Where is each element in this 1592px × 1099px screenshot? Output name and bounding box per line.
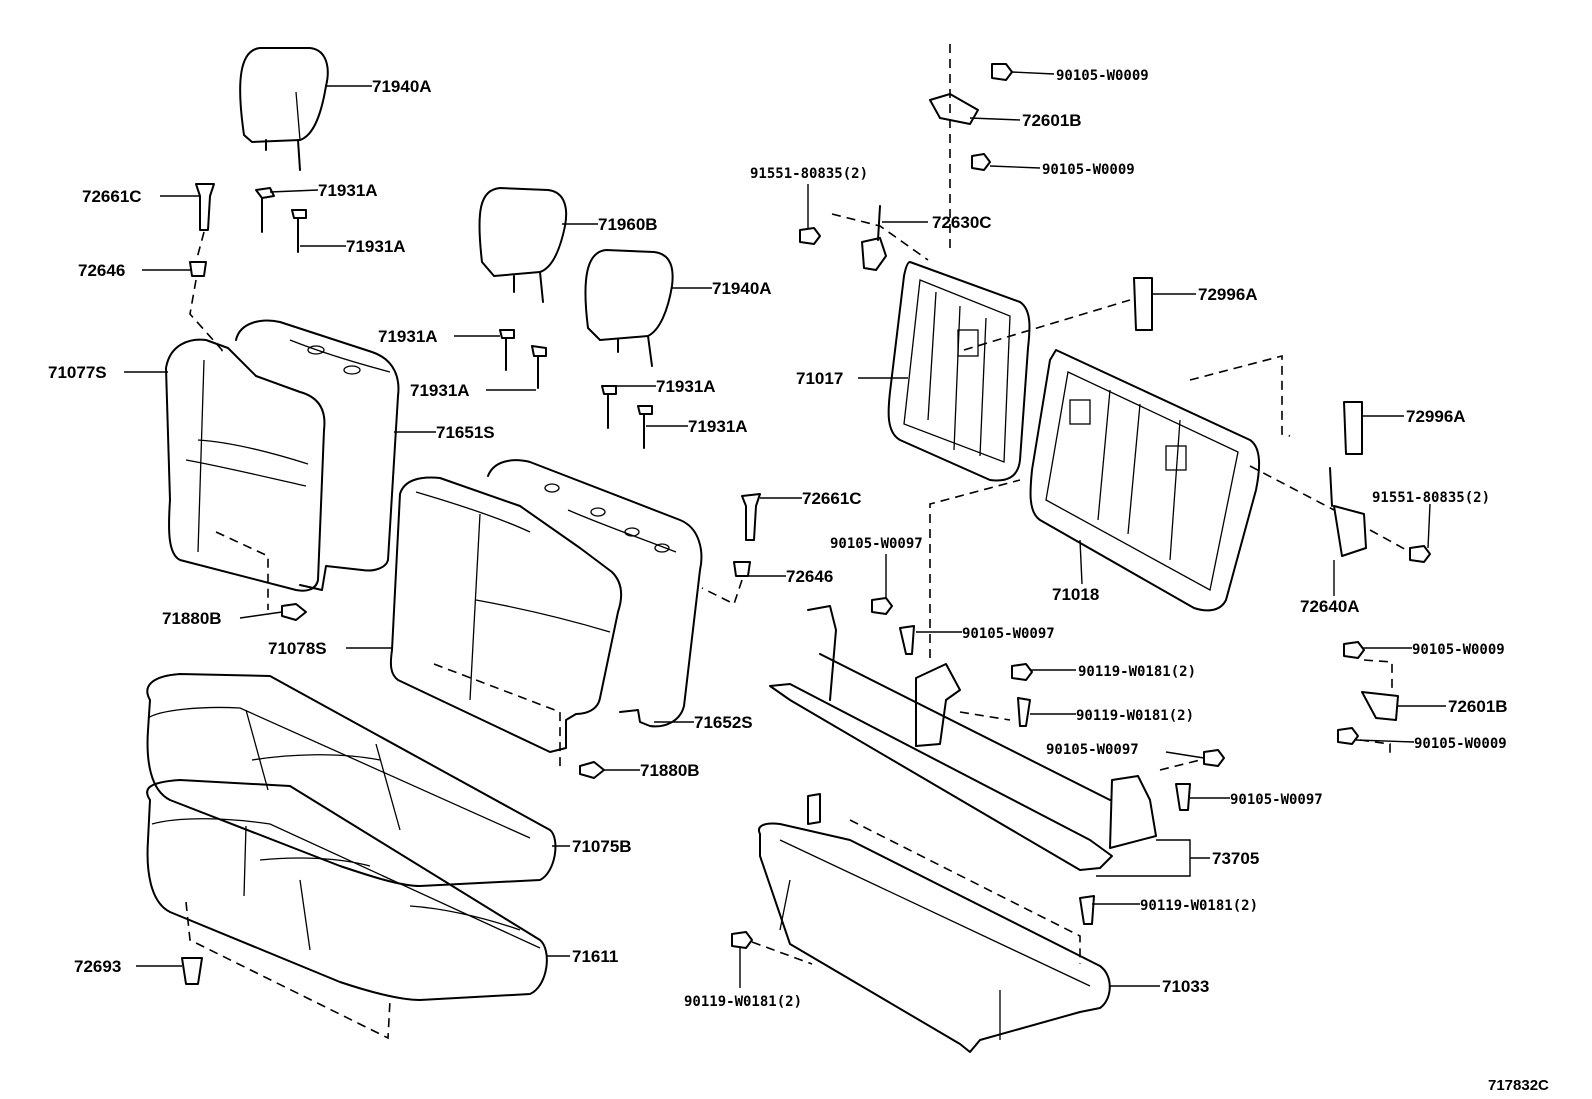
label-71940A-left: 71940A: [372, 77, 432, 96]
label-71931A-1: 71931A: [318, 181, 378, 200]
hinge-assembly-73705: [769, 479, 1225, 871]
label-71017: 71017: [796, 369, 843, 388]
label-71652S: 71652S: [694, 713, 753, 732]
clip-72693: [181, 901, 391, 1040]
label-72601B-top: 72601B: [1022, 111, 1082, 130]
label-91551-80835-1: 91551-80835(2): [750, 166, 868, 182]
label-71931A-2: 71931A: [346, 237, 406, 256]
label-71611: 71611: [572, 947, 618, 966]
lock-knob-72661C-left: [189, 183, 223, 356]
label-72996A-2: 72996A: [1406, 407, 1466, 426]
label-90119-W0181-4: 90119-W0181(2): [684, 994, 802, 1010]
label-90105-W0009-3: 90105-W0009: [1412, 642, 1505, 658]
lock-knob-72661C-middle: [701, 493, 761, 606]
label-72646-middle: 72646: [786, 567, 833, 586]
seat-cushion-pad-71611: [146, 779, 548, 1001]
bracket-72601B-top: [929, 44, 1013, 254]
label-72601B-bottom: 72601B: [1448, 697, 1508, 716]
label-71651S: 71651S: [436, 423, 495, 442]
label-71940A-middle: 71940A: [712, 279, 772, 298]
label-71078S: 71078S: [268, 639, 327, 658]
label-71931A-6: 71931A: [688, 417, 748, 436]
label-71077S: 71077S: [48, 363, 107, 382]
label-71931A-5: 71931A: [656, 377, 716, 396]
label-90105-W0097-3: 90105-W0097: [1046, 742, 1139, 758]
label-72661C-middle: 72661C: [802, 489, 862, 508]
label-90119-W0181-3: 90119-W0181(2): [1140, 898, 1258, 914]
clip-71880B-right: [579, 761, 605, 779]
cushion-frame-71033: [731, 793, 1111, 1053]
label-72646-left: 72646: [78, 261, 125, 280]
label-72661C-left: 72661C: [82, 187, 142, 206]
headrest-71940A-left: [239, 47, 329, 171]
leader-lines: [124, 71, 1446, 988]
label-72996A-1: 72996A: [1198, 285, 1258, 304]
seatback-frame-71017: [887, 261, 1031, 482]
label-72640A: 72640A: [1300, 597, 1360, 616]
seatback-left-71077S: [165, 338, 326, 610]
part-72640A: [1249, 465, 1431, 563]
clip-71880B-left: [281, 603, 307, 621]
seatback-right-71078S: [389, 476, 623, 770]
label-72630C: 72630C: [932, 213, 992, 232]
label-72693: 72693: [74, 957, 121, 976]
label-90105-W0009-1: 90105-W0009: [1056, 68, 1149, 84]
label-90105-W0097-4: 90105-W0097: [1230, 792, 1323, 808]
belt-guide-72996A: [963, 277, 1363, 455]
seat-cushion-cover-71075B: [146, 673, 557, 887]
reference-code: 717832C: [1488, 1077, 1549, 1094]
seatback-pad-71652S: [487, 459, 703, 728]
headrest-71940A-middle: [584, 249, 674, 367]
label-91551-80835-2: 91551-80835(2): [1372, 490, 1490, 506]
label-90105-W0009-2: 90105-W0009: [1042, 162, 1135, 178]
part-labels: 71940A 72661C 71931A 71931A 72646 71960B…: [48, 68, 1549, 1094]
part-72630C: [799, 205, 929, 271]
label-71018: 71018: [1052, 585, 1099, 604]
label-90105-W0097-2: 90105-W0097: [962, 626, 1055, 642]
label-90119-W0181-1: 90119-W0181(2): [1078, 664, 1196, 680]
label-71075B: 71075B: [572, 837, 632, 856]
label-90105-W0009-4: 90105-W0009: [1414, 736, 1507, 752]
label-90119-W0181-2: 90119-W0181(2): [1076, 708, 1194, 724]
headrest-71960B: [478, 187, 568, 303]
bracket-72601B-bottom: [1337, 641, 1399, 756]
label-71880B-right: 71880B: [640, 761, 700, 780]
label-71033: 71033: [1162, 977, 1209, 996]
label-71880B-left: 71880B: [162, 609, 222, 628]
label-73705: 73705: [1212, 849, 1259, 868]
label-71960B: 71960B: [598, 215, 658, 234]
label-71931A-4: 71931A: [410, 381, 470, 400]
seatback-frame-71018: [1029, 349, 1261, 612]
label-71931A-3: 71931A: [378, 327, 438, 346]
label-90105-W0097-1: 90105-W0097: [830, 536, 923, 552]
seatback-pad-71651S: [235, 319, 400, 591]
headrest-guides: [255, 187, 653, 449]
